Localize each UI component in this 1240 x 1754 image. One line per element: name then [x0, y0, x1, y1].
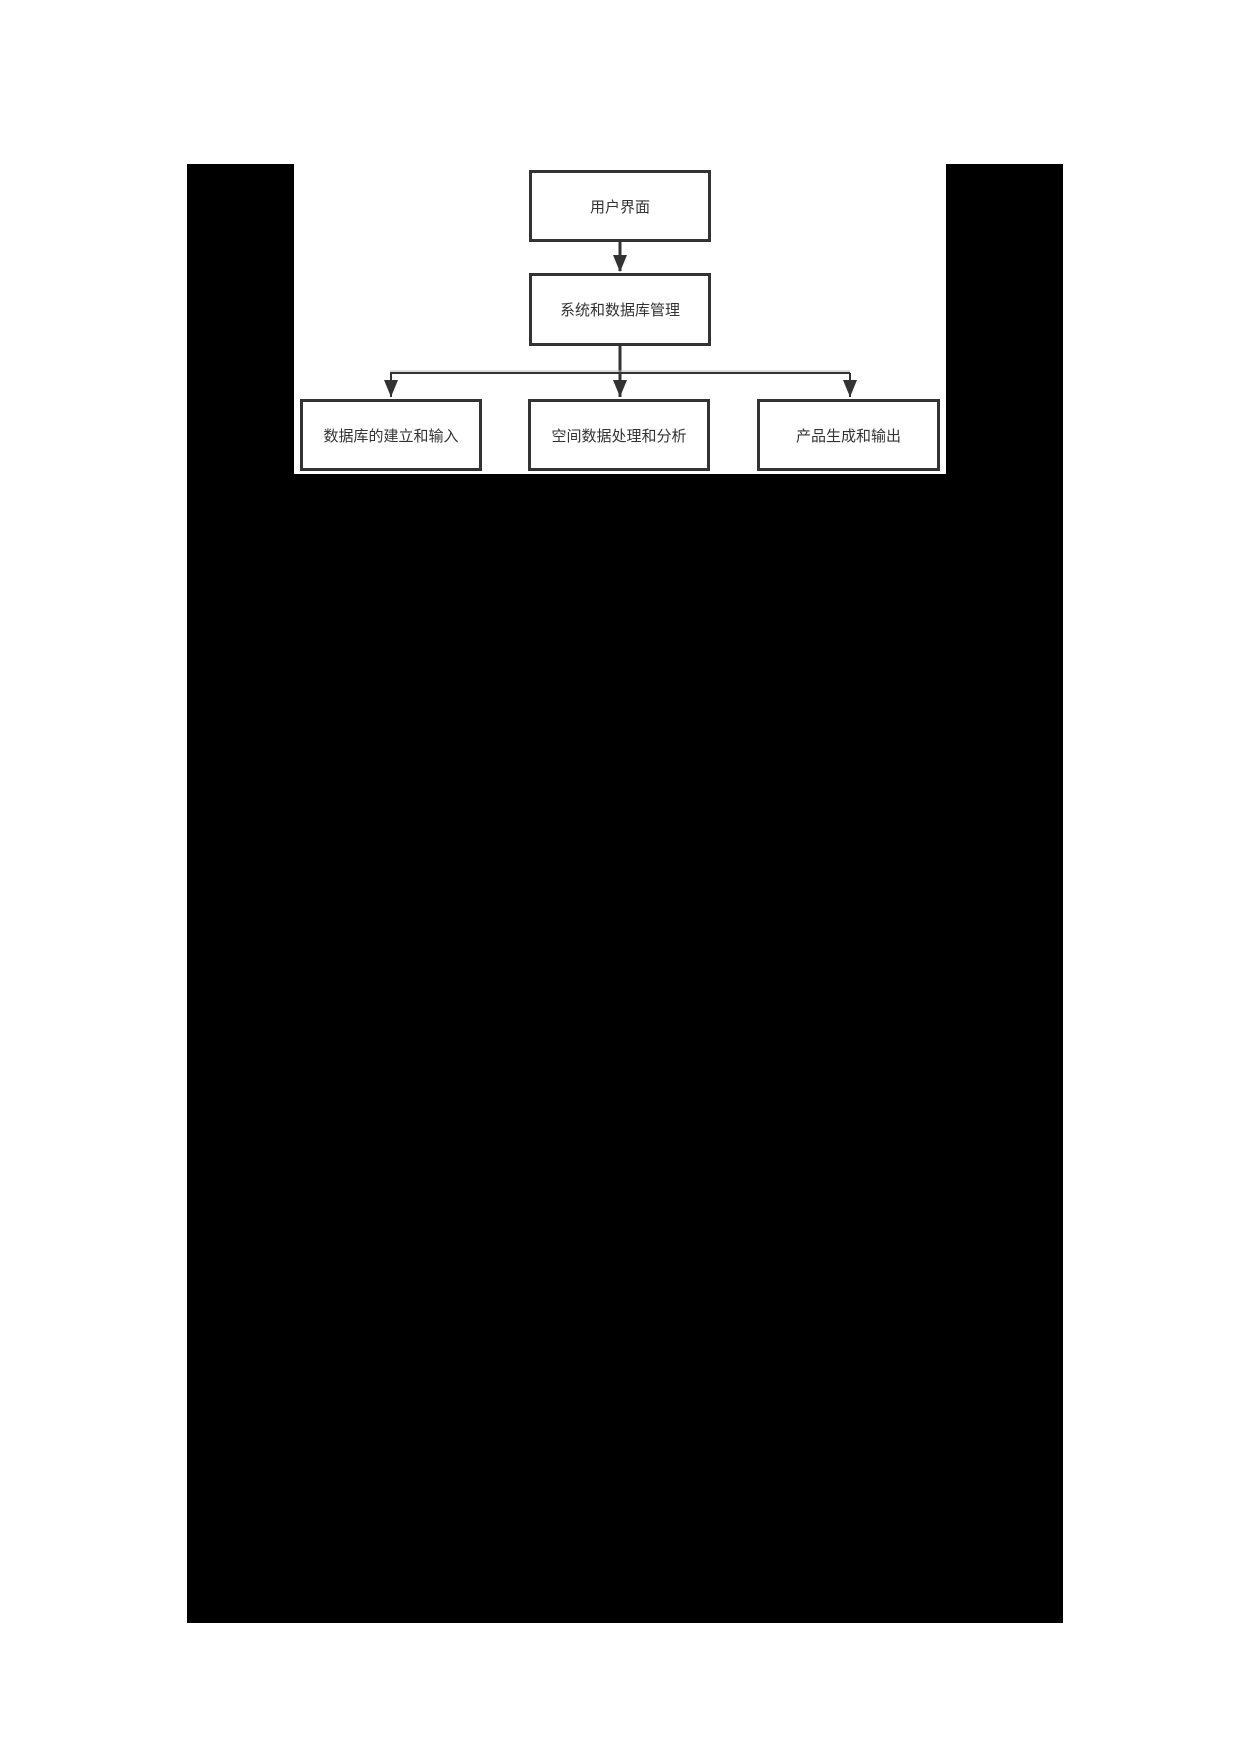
node-label: 数据库的建立和输入 — [323, 426, 459, 445]
node-label: 空间数据处理和分析 — [551, 426, 687, 445]
arrowhead-icon — [843, 380, 857, 397]
node-database-build-input: 数据库的建立和输入 — [300, 399, 482, 471]
arrowhead-icon — [384, 380, 398, 397]
node-label: 用户界面 — [589, 197, 650, 216]
arrowhead-icon — [613, 380, 627, 397]
node-label: 产品生成和输出 — [795, 426, 901, 445]
node-spatial-data-analysis: 空间数据处理和分析 — [528, 399, 710, 471]
node-system-database-management: 系统和数据库管理 — [529, 273, 711, 346]
node-label: 系统和数据库管理 — [559, 301, 680, 319]
arrowhead-icon — [613, 255, 627, 272]
node-user-interface: 用户界面 — [529, 170, 711, 242]
node-product-output: 产品生成和输出 — [757, 399, 940, 471]
